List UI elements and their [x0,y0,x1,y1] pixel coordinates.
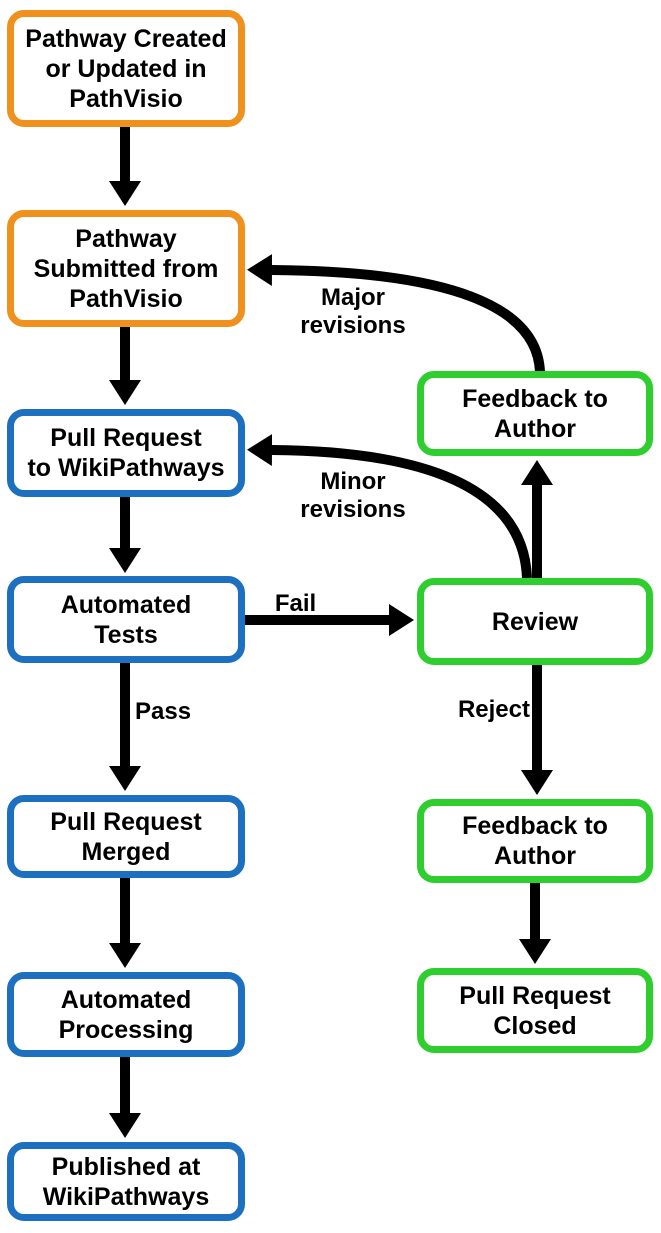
edge-label-minor-revisions: Minor revisions [263,468,443,524]
node-line: Merged [81,837,171,866]
node-line: Pathway Created [25,24,227,53]
node-line: Feedback to [462,812,608,840]
edge-label-line: revisions [300,312,406,339]
node-line: PathVisio [69,84,183,113]
node-automated-processing: Automated Processing [7,972,245,1057]
node-line: WikiPathways [42,1182,210,1211]
arrow-feedback-top-to-submitted-major [247,254,545,373]
edge-label-line: Major [320,284,385,311]
edge-label-reject: Reject [457,696,530,723]
node-line: Tests [94,620,158,649]
edge-label-line: revisions [300,496,406,523]
node-line: Processing [58,1015,194,1044]
edge-label-major-revisions: Major revisions [263,284,443,340]
node-line: Pathway [75,224,177,253]
edge-label-pass: Pass [135,698,192,725]
node-line: PathVisio [69,284,183,313]
node-line: Automated [60,985,192,1014]
node-pull-request-closed: Pull Request Closed [417,968,653,1053]
node-line: Feedback to [462,384,608,413]
node-line: Author [494,414,576,443]
node-pull-request-wikipathways: Pull Request to WikiPathways [7,409,245,497]
edge-label-line: Minor [320,468,386,495]
node-line: Review [491,607,579,636]
node-feedback-to-author-top: Feedback to Author [417,371,653,456]
node-line: Author [494,842,576,870]
node-review: Review [417,578,653,665]
node-line: Pull Request [50,424,202,452]
node-line: to WikiPathways [27,454,225,482]
node-feedback-to-author-bottom: Feedback to Author [417,799,653,883]
node-published-wikipathways: Published at WikiPathways [7,1142,245,1221]
node-line: Submitted from [33,254,219,283]
node-line: Automated [60,590,192,619]
node-line: Pull Request [459,981,611,1010]
edge-label-fail: Fail [274,590,317,617]
node-line: or Updated in [45,54,207,83]
node-line: Pull Request [50,807,202,836]
node-pull-request-merged: Pull Request Merged [7,795,245,878]
node-automated-tests: Automated Tests [7,576,245,663]
node-line: Published at [51,1152,201,1181]
node-pathway-submitted: Pathway Submitted from PathVisio [7,210,245,327]
node-line: Closed [493,1011,577,1040]
node-pathway-created: Pathway Created or Updated in PathVisio [7,10,245,127]
arrow-review-to-pull-request-minor [247,434,532,579]
